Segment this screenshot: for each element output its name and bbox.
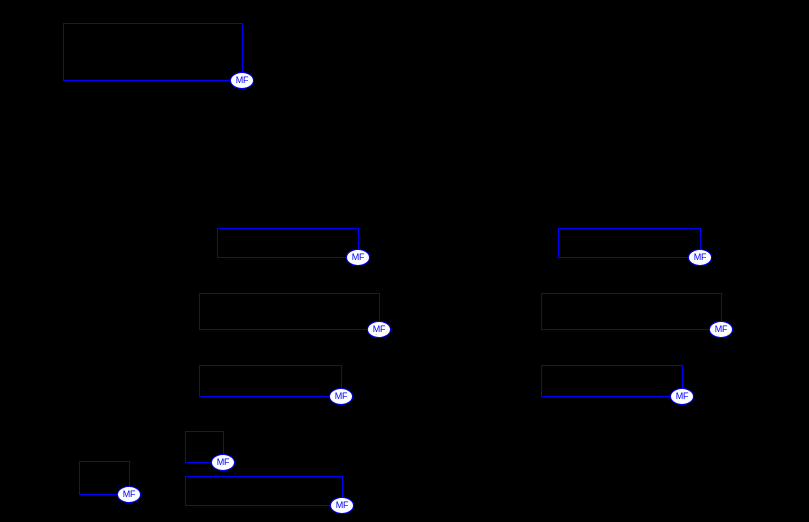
region-box[interactable]: MF bbox=[185, 431, 235, 471]
mf-badge-icon[interactable]: MF bbox=[346, 249, 370, 266]
mf-badge-label: MF bbox=[693, 252, 707, 262]
region-box[interactable]: MF bbox=[63, 23, 254, 89]
mf-badge-label: MF bbox=[235, 75, 249, 85]
mf-badge-label: MF bbox=[334, 391, 348, 401]
region-box[interactable]: MF bbox=[558, 228, 712, 266]
mf-badge-label: MF bbox=[351, 252, 365, 262]
region-box[interactable]: MF bbox=[217, 228, 370, 266]
mf-badge-label: MF bbox=[216, 457, 230, 467]
mf-badge-label: MF bbox=[335, 500, 349, 510]
mf-badge-icon[interactable]: MF bbox=[329, 388, 353, 405]
mf-badge-icon[interactable]: MF bbox=[117, 486, 141, 503]
mf-badge-icon[interactable]: MF bbox=[688, 249, 712, 266]
region-box[interactable]: MF bbox=[199, 293, 391, 338]
region-box[interactable]: MF bbox=[541, 365, 694, 405]
mf-badge-icon[interactable]: MF bbox=[367, 321, 391, 338]
mf-badge-label: MF bbox=[675, 391, 689, 401]
mf-badge-label: MF bbox=[714, 324, 728, 334]
region-box[interactable]: MF bbox=[79, 461, 141, 503]
region-box[interactable]: MF bbox=[199, 365, 353, 405]
mf-badge-icon[interactable]: MF bbox=[709, 321, 733, 338]
region-box[interactable]: MF bbox=[541, 293, 733, 338]
mf-badge-icon[interactable]: MF bbox=[230, 72, 254, 89]
mf-badge-label: MF bbox=[372, 324, 386, 334]
mf-badge-label: MF bbox=[122, 489, 136, 499]
mf-badge-icon[interactable]: MF bbox=[670, 388, 694, 405]
mf-badge-icon[interactable]: MF bbox=[330, 497, 354, 514]
mf-badge-icon[interactable]: MF bbox=[211, 454, 235, 471]
region-box[interactable]: MF bbox=[185, 476, 354, 514]
